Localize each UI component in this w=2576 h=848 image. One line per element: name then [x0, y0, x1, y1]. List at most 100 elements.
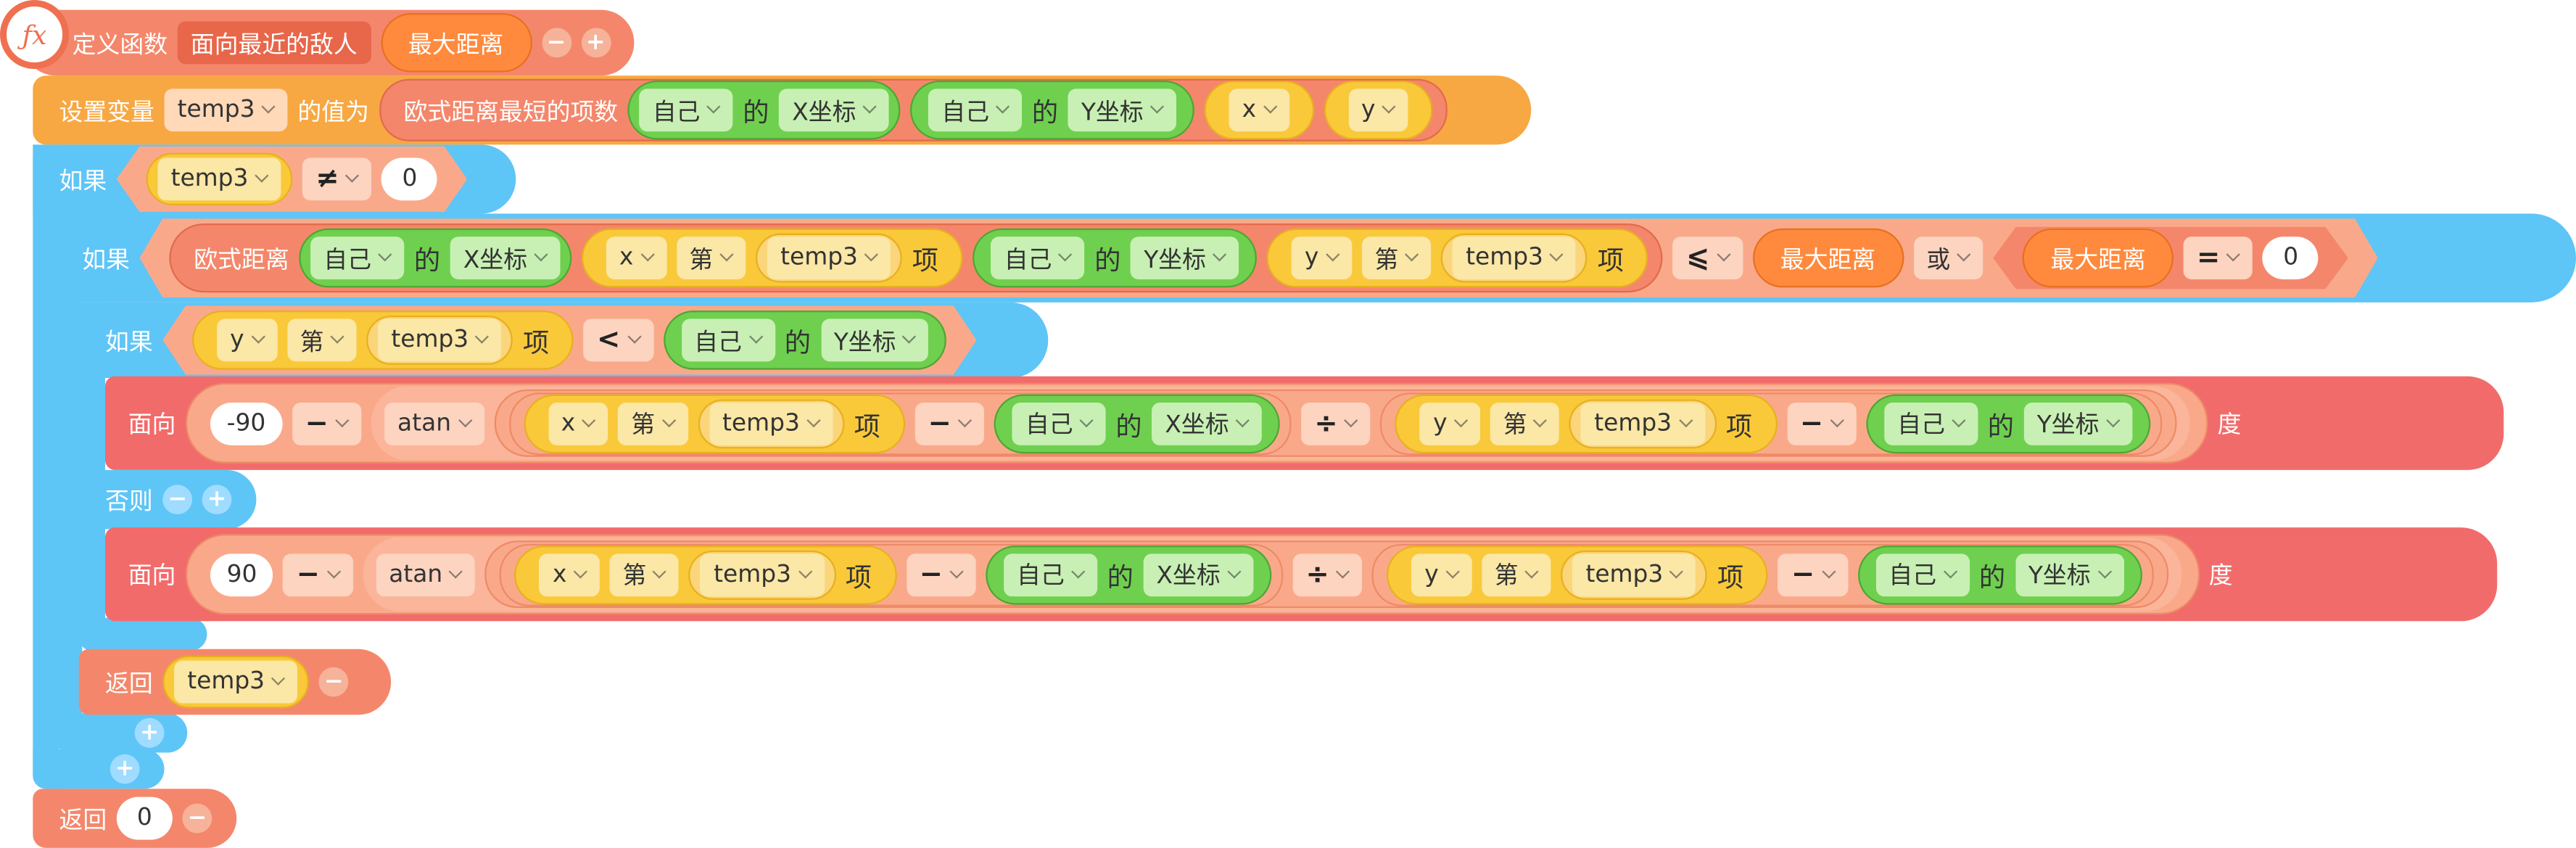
temp3-select[interactable]: temp3 [174, 660, 298, 704]
y-coord-select[interactable]: Y坐标 [2015, 553, 2123, 596]
temp3-var-block[interactable]: temp3 [1561, 549, 1708, 599]
list-item-y-block[interactable]: y 第 temp3 项 [192, 310, 574, 370]
divide-expression[interactable]: x 第 temp3 项 − 自己 的 X坐标 [485, 540, 2168, 609]
add-param-button[interactable]: + [580, 28, 611, 58]
nth-select[interactable]: 第 [1361, 236, 1431, 279]
nth-select[interactable]: 第 [618, 401, 688, 445]
remove-return-value-button[interactable]: − [318, 667, 349, 697]
self-select[interactable]: 自己 [639, 88, 733, 132]
temp3-select[interactable]: temp3 [1453, 236, 1576, 279]
temp3-select[interactable]: temp3 [709, 401, 833, 445]
euclid-distance-block[interactable]: 欧式距离 自己 的 X坐标 x 第 temp3 项 自己 的 [169, 223, 1663, 292]
or-condition[interactable]: 欧式距离 自己 的 X坐标 x 第 temp3 项 自己 的 [140, 218, 2378, 297]
atan-select[interactable]: atan [376, 553, 476, 596]
remove-return-value-button[interactable]: − [182, 803, 212, 833]
divide-operator-select[interactable]: ÷ [1292, 553, 1363, 596]
self-x-block[interactable]: 自己 的 X坐标 [994, 393, 1280, 453]
atan-block[interactable]: atan x 第 temp3 项 − 自己 [362, 537, 2181, 612]
atan-select[interactable]: atan [384, 401, 484, 445]
lt-condition[interactable]: y 第 temp3 项 < 自己 的 Y坐标 [162, 305, 976, 374]
list-y-select[interactable]: y [217, 318, 277, 361]
list-item-y-block[interactable]: y 第 temp3 项 [1267, 229, 1648, 288]
y-coord-select[interactable]: Y坐标 [2023, 401, 2132, 445]
param-max-distance[interactable]: 最大距离 [380, 13, 532, 73]
list-item-y-block[interactable]: y 第 temp3 项 [1395, 393, 1778, 453]
list-x-select[interactable]: x [539, 553, 600, 596]
self-x-block[interactable]: 自己 的 X坐标 [299, 229, 571, 288]
nth-select[interactable]: 第 [287, 318, 357, 361]
x-coord-select[interactable]: X坐标 [450, 236, 561, 279]
add-elseif-button[interactable]: + [110, 754, 140, 784]
if-block-mid-footer[interactable] [56, 713, 188, 753]
minus-operator-select[interactable]: − [915, 401, 985, 445]
temp3-select[interactable]: temp3 [378, 318, 501, 361]
dy-expression[interactable]: y 第 temp3 项 − 自己 的 Y坐标 [1380, 392, 2162, 455]
if-block-outer-footer[interactable] [33, 749, 165, 789]
minus-operator-select[interactable]: − [906, 553, 976, 596]
dx-expression[interactable]: x 第 temp3 项 − 自己 的 X坐标 [500, 543, 1283, 606]
self-select[interactable]: 自己 [1875, 553, 1970, 596]
self-select[interactable]: 自己 [681, 318, 775, 361]
zero-number[interactable]: 0 [116, 796, 173, 840]
list-y-select[interactable]: y [1419, 401, 1480, 445]
nth-select[interactable]: 第 [609, 553, 680, 596]
neg90-number[interactable]: -90 [210, 401, 282, 445]
if-block-outer-rail[interactable] [33, 144, 59, 789]
temp3-select[interactable]: temp3 [767, 236, 891, 279]
list-x-select[interactable]: x [606, 236, 666, 279]
list-y-select[interactable]: y [1292, 236, 1352, 279]
x-coord-select[interactable]: X坐标 [779, 88, 889, 132]
euclid-shortest-block[interactable]: 欧式距离最短的项数 自己 的 X坐标 自己 的 Y坐标 x y [379, 78, 1448, 141]
max-distance-param[interactable]: 最大距离 [2023, 229, 2174, 288]
neq-operator-select[interactable]: ≠ [302, 157, 372, 200]
temp3-var-block[interactable]: temp3 [698, 398, 845, 448]
list-y-select[interactable]: y [1411, 553, 1472, 596]
if-block-inner-footer[interactable] [78, 617, 207, 651]
nth-select[interactable]: 第 [1481, 553, 1551, 596]
self-y-block[interactable]: 自己 的 Y坐标 [973, 229, 1258, 288]
nth-select[interactable]: 第 [676, 236, 746, 279]
lt-operator-select[interactable]: < [584, 318, 653, 361]
temp3-select[interactable]: temp3 [157, 157, 281, 200]
self-y-block[interactable]: 自己 的 Y坐标 [1857, 544, 2142, 604]
self-x-block[interactable]: 自己 的 X坐标 [985, 544, 1271, 604]
self-y-block[interactable]: 自己 的 Y坐标 [663, 310, 947, 370]
list-item-x-block[interactable]: x 第 temp3 项 [582, 229, 963, 288]
self-select[interactable]: 自己 [310, 236, 404, 279]
x-coord-select[interactable]: X坐标 [1152, 401, 1262, 445]
remove-else-button[interactable]: − [162, 485, 193, 515]
add-else-button[interactable]: + [202, 485, 232, 515]
self-y-block[interactable]: 自己 的 Y坐标 [1866, 393, 2150, 453]
ninety-number[interactable]: 90 [210, 553, 274, 596]
self-select[interactable]: 自己 [1883, 401, 1978, 445]
max-distance-param[interactable]: 最大距离 [1752, 229, 1903, 288]
or-operator-select[interactable]: 或 [1913, 236, 1983, 279]
list-x-block[interactable]: x [1204, 80, 1314, 140]
y-coord-select[interactable]: Y坐标 [1131, 236, 1239, 279]
dx-expression[interactable]: x 第 temp3 项 − 自己 的 X坐标 [508, 392, 1292, 455]
temp3-var-block[interactable]: temp3 [366, 316, 513, 365]
variable-select[interactable]: temp3 [164, 88, 288, 132]
subtract-expression[interactable]: 90 − atan x 第 temp3 项 − [185, 534, 2200, 615]
dy-expression[interactable]: y 第 temp3 项 − 自己 的 Y坐标 [1371, 543, 2153, 606]
list-y-select[interactable]: y [1347, 88, 1408, 132]
remove-param-button[interactable]: − [541, 28, 571, 58]
minus-operator-select[interactable]: − [1786, 401, 1857, 445]
list-x-select[interactable]: x [548, 401, 608, 445]
list-item-x-block[interactable]: x 第 temp3 项 [523, 393, 905, 453]
zero-number[interactable]: 0 [382, 157, 438, 200]
minus-operator-select[interactable]: − [283, 553, 353, 596]
list-item-y-block[interactable]: y 第 temp3 项 [1387, 544, 1769, 604]
atan-block[interactable]: atan x 第 temp3 项 − 自己 [371, 386, 2190, 461]
temp3-var-block[interactable]: temp3 [146, 153, 293, 205]
leq-operator-select[interactable]: ⩽ [1673, 236, 1743, 279]
list-x-select[interactable]: x [1229, 88, 1289, 132]
self-select[interactable]: 自己 [928, 88, 1023, 132]
x-coord-select[interactable]: X坐标 [1143, 553, 1254, 596]
zero-number[interactable]: 0 [2263, 236, 2319, 279]
if-block-mid-rail[interactable] [56, 213, 83, 753]
list-item-x-block[interactable]: x 第 temp3 项 [514, 544, 897, 604]
list-y-block[interactable]: y [1323, 80, 1433, 140]
function-name-field[interactable]: 面向最近的敌人 [177, 21, 371, 65]
self-select[interactable]: 自己 [1012, 401, 1106, 445]
